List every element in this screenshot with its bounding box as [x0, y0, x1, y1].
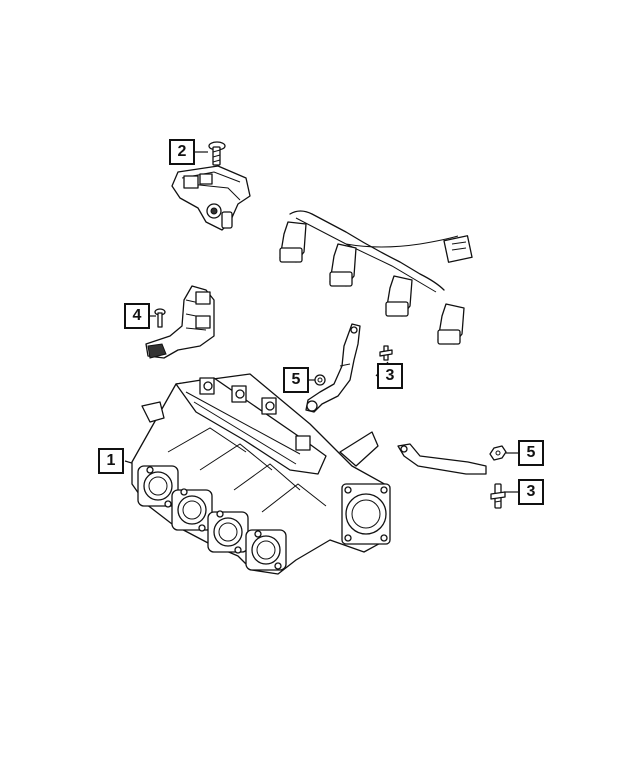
ignition-coil-4[interactable] — [437, 303, 465, 345]
callout-4[interactable]: 4 — [124, 303, 150, 329]
support-bracket-lower[interactable] — [397, 443, 487, 475]
intake-manifold[interactable] — [131, 373, 391, 575]
part-4-bracket[interactable] — [145, 285, 215, 359]
ignition-coil-1[interactable] — [279, 221, 307, 263]
callout-3-lower[interactable]: 3 — [518, 479, 544, 505]
intake-port-2 — [171, 489, 213, 531]
ignition-coil-2[interactable] — [329, 243, 357, 287]
part-3-stud-lower[interactable] — [490, 483, 506, 509]
callout-2[interactable]: 2 — [169, 139, 195, 165]
callout-1[interactable]: 1 — [98, 448, 124, 474]
map-sensor[interactable] — [171, 165, 251, 231]
part-2-bolt[interactable] — [208, 141, 226, 166]
part-4-bolt[interactable] — [154, 308, 166, 328]
part-5-nut-upper[interactable] — [314, 374, 326, 386]
coil-harness[interactable] — [279, 210, 473, 345]
intake-port-4 — [245, 529, 287, 571]
ignition-coil-3[interactable] — [385, 275, 413, 317]
part-5-nut-lower[interactable] — [489, 445, 507, 461]
part-3-stud-upper[interactable] — [379, 345, 393, 361]
callout-5-lower[interactable]: 5 — [518, 440, 544, 466]
support-bracket-upper[interactable] — [305, 323, 361, 413]
intake-port-3 — [207, 511, 249, 553]
callout-5-upper[interactable]: 5 — [283, 367, 309, 393]
intake-port-1 — [137, 465, 179, 507]
callout-3-upper[interactable]: 3 — [377, 363, 403, 389]
